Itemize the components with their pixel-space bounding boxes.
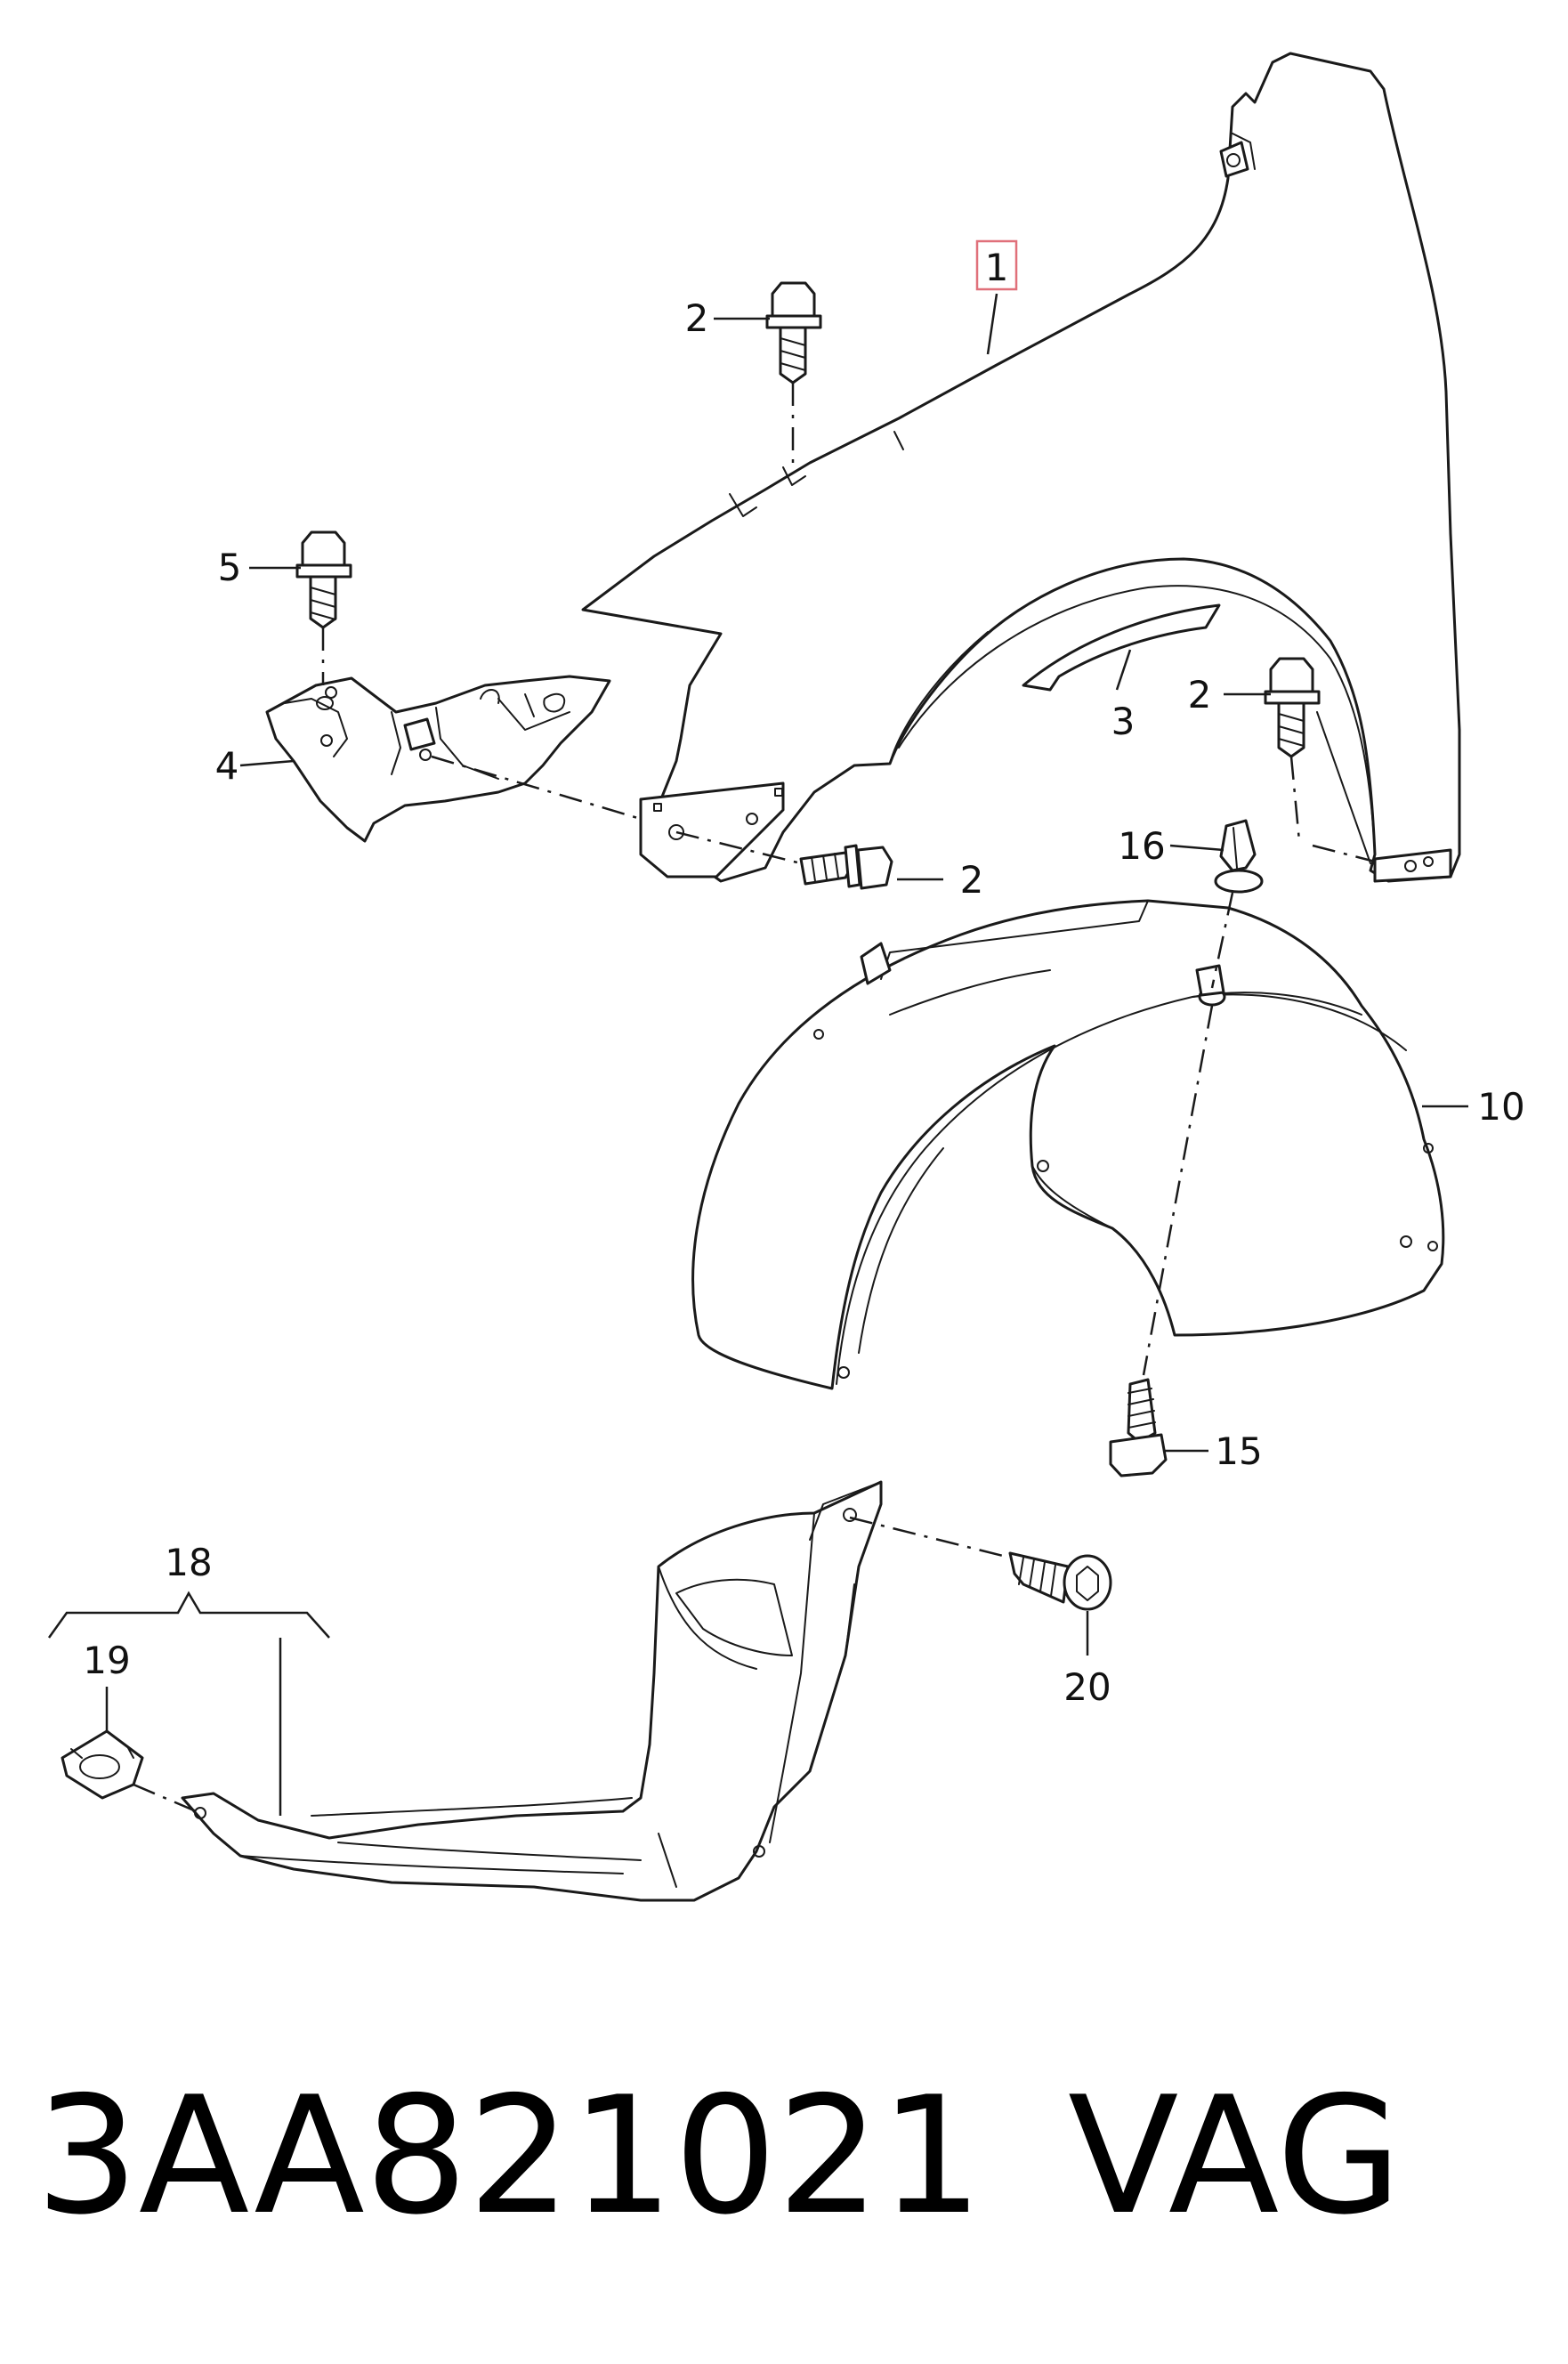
callout-10: 10 xyxy=(1477,1085,1524,1129)
callout-2-lower: 2 xyxy=(960,858,984,902)
bolt-right xyxy=(1264,657,1321,758)
arch-seal-strip xyxy=(1022,603,1221,692)
callout-numbers: 1 2 5 4 3 2 2 16 10 15 20 18 19 xyxy=(83,246,1524,1709)
callout-2-right: 2 xyxy=(1188,673,1212,716)
callout-4: 4 xyxy=(215,744,239,788)
callout-18: 18 xyxy=(165,1541,212,1584)
callout-1-highlight xyxy=(975,239,1018,291)
wheel-arch-liner xyxy=(691,899,1445,1390)
brand-label: VAG xyxy=(1068,2061,1402,2250)
callout-15: 15 xyxy=(1215,1429,1262,1473)
callout-leaders xyxy=(47,293,1468,1816)
screw-liner xyxy=(1109,1378,1168,1478)
callout-20: 20 xyxy=(1063,1665,1111,1709)
speed-nut xyxy=(61,1729,144,1800)
part-number: 3AA821021 xyxy=(36,2061,983,2250)
assembly-lines xyxy=(133,383,1376,1815)
callout-2-upper: 2 xyxy=(685,296,709,340)
fender-panel xyxy=(581,52,1461,883)
bolt-bracket xyxy=(295,530,352,629)
callout-1: 1 xyxy=(985,246,1009,289)
bolt-upper xyxy=(765,281,822,385)
push-clip xyxy=(1214,819,1264,894)
callout-5: 5 xyxy=(218,546,242,589)
callout-19: 19 xyxy=(83,1639,130,1682)
bolt-lower xyxy=(799,844,893,890)
screw-shield xyxy=(1008,1551,1112,1611)
callout-3: 3 xyxy=(1111,700,1136,743)
callout-16: 16 xyxy=(1118,824,1165,868)
splash-shield xyxy=(181,1480,883,1902)
